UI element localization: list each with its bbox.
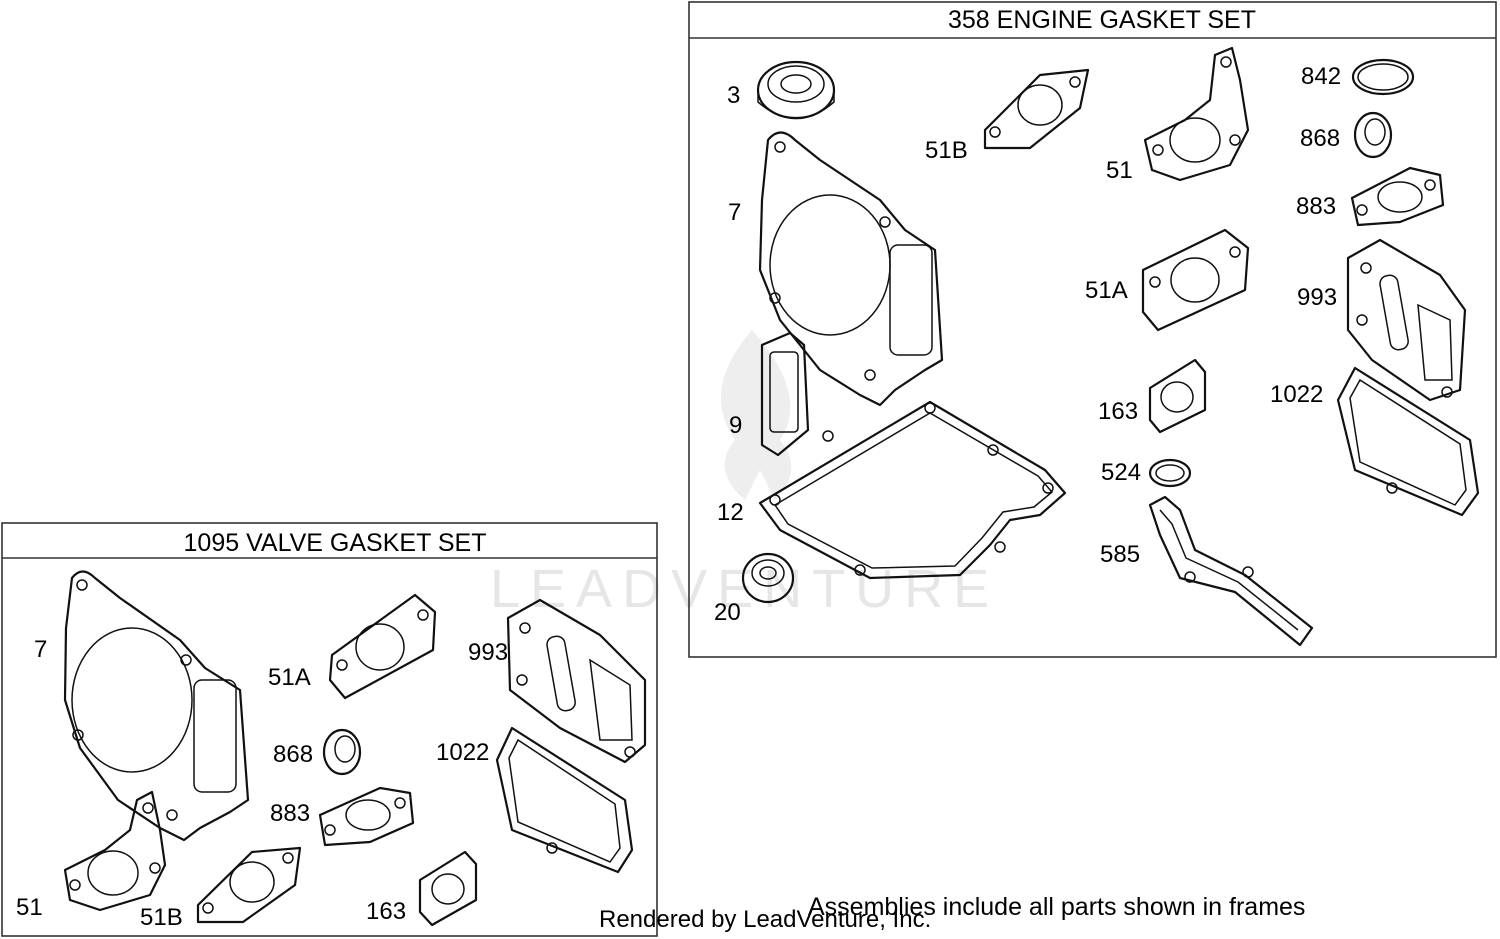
engine-part-51b-gasket[interactable]	[983, 68, 1090, 150]
engine-label-7: 7	[728, 199, 741, 226]
engine-label-9: 9	[729, 412, 742, 439]
valve-label-868: 868	[273, 741, 313, 768]
valve-label-993: 993	[468, 639, 508, 666]
engine-part-842-ring[interactable]	[1351, 58, 1415, 96]
engine-part-993-gasket[interactable]	[1346, 238, 1467, 402]
engine-part-12-crankcase-gasket[interactable]	[758, 400, 1067, 580]
valve-gasket-set-frame: 1095 VALVE GASKET SET	[1, 522, 658, 937]
valve-label-1022: 1022	[436, 739, 489, 766]
engine-label-51b: 51B	[925, 137, 968, 164]
engine-part-1022-cover-gasket[interactable]	[1336, 366, 1480, 517]
engine-label-3: 3	[727, 82, 740, 109]
engine-label-842: 842	[1301, 63, 1341, 90]
valve-frame-title: 1095 VALVE GASKET SET	[184, 529, 487, 557]
valve-part-51b-gasket[interactable]	[196, 846, 302, 924]
valve-part-51-gasket[interactable]	[63, 790, 167, 912]
engine-part-163-gasket[interactable]	[1148, 358, 1207, 434]
valve-label-7: 7	[34, 636, 47, 663]
watermark-text: LEADVENTURE	[490, 559, 999, 619]
engine-part-7-head-gasket[interactable]	[758, 131, 944, 407]
engine-label-51a: 51A	[1085, 277, 1128, 304]
engine-frame-title: 358 ENGINE GASKET SET	[948, 6, 1256, 34]
valve-part-883-gasket[interactable]	[318, 786, 415, 847]
valve-part-1022-cover-gasket[interactable]	[495, 726, 634, 874]
valve-label-883: 883	[270, 800, 310, 827]
engine-part-51a-gasket[interactable]	[1141, 228, 1250, 332]
engine-part-51-gasket[interactable]	[1143, 46, 1250, 182]
valve-part-993-gasket[interactable]	[506, 598, 647, 764]
engine-gasket-set-frame: 358 ENGINE GASKET SET	[688, 1, 1497, 658]
engine-part-20-seal[interactable]	[741, 552, 795, 604]
engine-part-3-seal[interactable]	[756, 60, 836, 120]
engine-label-868: 868	[1300, 125, 1340, 152]
engine-label-20: 20	[714, 599, 741, 626]
engine-label-12: 12	[717, 499, 744, 526]
valve-label-163: 163	[366, 898, 406, 925]
engine-label-524: 524	[1101, 459, 1141, 486]
engine-part-883-gasket[interactable]	[1350, 166, 1445, 227]
engine-label-1022: 1022	[1270, 381, 1323, 408]
watermark: LEADVENTURE	[490, 330, 999, 619]
engine-part-524-ring[interactable]	[1148, 458, 1192, 488]
engine-label-51: 51	[1106, 157, 1133, 184]
engine-label-163: 163	[1098, 398, 1138, 425]
engine-part-868-seal[interactable]	[1353, 111, 1393, 159]
engine-label-585: 585	[1100, 541, 1140, 568]
assembly-note: Assemblies include all parts shown in fr…	[808, 893, 1305, 921]
valve-label-51b: 51B	[140, 904, 183, 931]
valve-part-7-head-gasket[interactable]	[63, 570, 250, 842]
valve-label-51a: 51A	[268, 664, 311, 691]
valve-part-51a-gasket[interactable]	[328, 593, 437, 700]
render-credit: Rendered by LeadVenture, Inc.	[599, 906, 931, 933]
engine-part-9-gasket[interactable]	[760, 331, 810, 457]
engine-label-883: 883	[1296, 193, 1336, 220]
valve-part-868-seal[interactable]	[322, 728, 362, 776]
valve-label-51: 51	[16, 894, 43, 921]
valve-part-163-gasket[interactable]	[418, 850, 478, 927]
engine-part-585-gasket[interactable]	[1148, 495, 1314, 647]
engine-label-993: 993	[1297, 284, 1337, 311]
watermark-flame-logo	[720, 330, 792, 500]
